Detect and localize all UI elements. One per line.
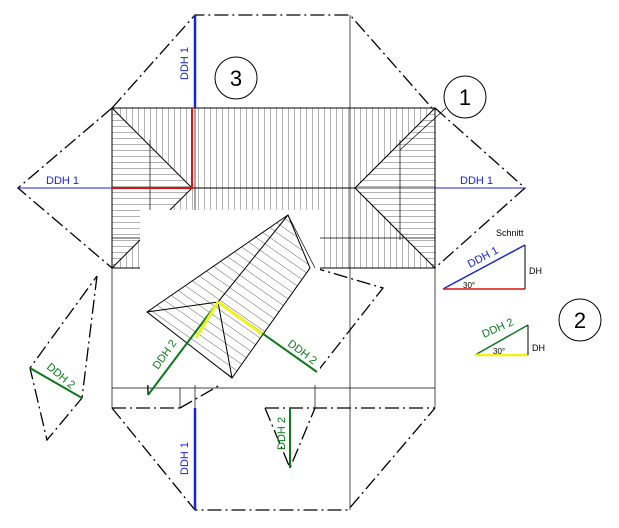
- label-ddh1-bottom: DDH 1: [179, 442, 191, 475]
- label-ddh1-top: DDH 1: [179, 47, 191, 80]
- callout-3-number: 3: [230, 66, 242, 91]
- callout-3: 3: [214, 56, 258, 100]
- label-ddh1-right: DDH 1: [460, 175, 493, 187]
- section-triangle-ddh2: DDH 2 30° DH: [474, 316, 545, 357]
- label-ddh2-bottom: DDH 2: [276, 417, 288, 450]
- callout-2-number: 2: [574, 308, 586, 333]
- section-triangle-ddh1: Schnitt DDH 1 30° DH: [442, 228, 542, 290]
- callout-2: 2: [558, 298, 602, 342]
- section-dh-label-2: DH: [532, 343, 545, 353]
- yellow-lines: [194, 300, 263, 339]
- section-ddh2-label: DDH 2: [480, 316, 515, 340]
- ddh1-lines: [18, 15, 525, 510]
- label-ddh2-left: DDH 2: [44, 361, 77, 391]
- section-angle-label-2: 30°: [493, 347, 505, 356]
- section-angle-label: 30°: [463, 281, 475, 290]
- section-dh-label: DH: [529, 266, 542, 276]
- section-title: Schnitt: [496, 228, 524, 238]
- callout-1-number: 1: [459, 85, 471, 110]
- callout-1: 1: [443, 75, 487, 119]
- label-ddh1-left: DDH 1: [46, 175, 79, 187]
- true-length-red: [112, 108, 193, 189]
- wing-roof: [140, 210, 320, 385]
